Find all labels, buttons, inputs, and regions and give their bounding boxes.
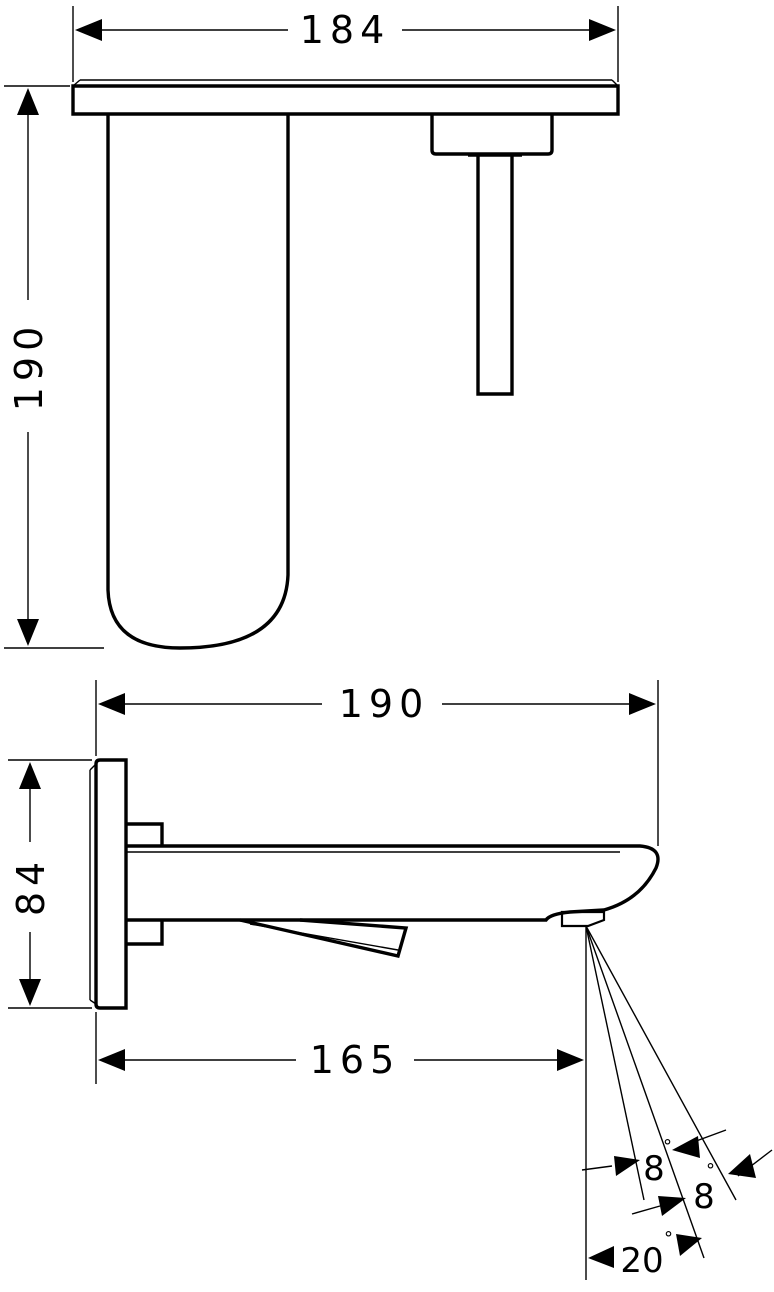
angle-dimension-20: 20 ° [588,1228,702,1281]
aerator [560,910,606,928]
dimension-line-184: 184 [75,8,616,52]
angle-dimension-8-first: 8 ° [581,1129,727,1189]
mounting-block-upper [126,822,164,846]
mounting-block-lower [126,920,164,946]
side-view: 190 84 [8,680,773,1281]
degree-symbol-1: ° [663,1136,672,1157]
water-jet-lines [585,925,737,1259]
degree-symbol-2: ° [706,1160,715,1181]
spout-top [106,114,290,650]
dimension-label-184: 184 [300,8,391,52]
dimension-label-190-horizontal: 190 [339,682,430,726]
dimension-line-165: 165 [98,1038,584,1082]
backplate-top [71,84,620,116]
angle-label-20: 20 [620,1241,663,1281]
angle-label-8-first: 8 [643,1149,665,1189]
dimension-line-190-horizontal: 190 [98,682,656,726]
top-view: 184 190 [4,6,620,650]
dimension-line-84: 84 [9,762,53,1006]
lever-side [239,918,409,959]
dimension-label-84: 84 [9,856,53,916]
degree-symbol-3: ° [664,1228,673,1249]
spout-side [126,844,660,922]
angle-label-8-second: 8 [693,1177,715,1217]
dimension-line-190-vertical: 190 [7,88,51,646]
lever-handle-top [476,156,514,396]
angle-dimension-8-second: 8 ° [631,1149,773,1217]
backplate-side [94,758,128,1010]
dimension-label-190-vertical: 190 [7,321,51,412]
lever-hub-top [430,114,554,156]
dimension-label-165: 165 [310,1038,401,1082]
